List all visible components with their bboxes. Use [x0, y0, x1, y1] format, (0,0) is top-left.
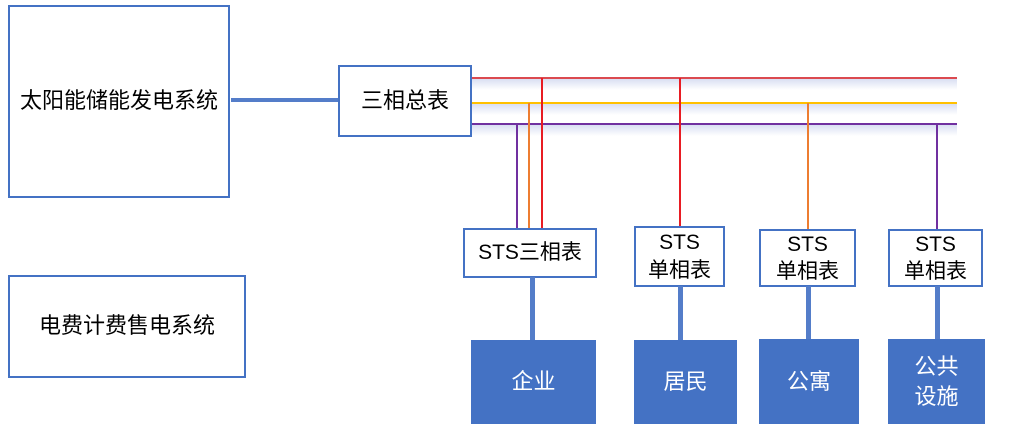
- connector-meter-to-public-facilities: [935, 286, 940, 339]
- connector-meter-to-apartment: [806, 286, 811, 339]
- load-label-public-facilities: 公共 设施: [914, 353, 959, 409]
- master-meter-box: 三相总表: [338, 65, 472, 137]
- bus-glow-red: [472, 79, 957, 90]
- sts-single-phase-meter-label-3: STS 单相表: [904, 232, 967, 283]
- tap-line-red-to-sts-three-phase: [541, 78, 543, 228]
- sts-single-phase-meter-box-2: STS 单相表: [759, 229, 856, 287]
- bus-glow-purple: [472, 125, 957, 136]
- tap-line-red-to-sts-single-phase-1: [679, 78, 681, 226]
- tap-line-orange-to-sts-single-phase-2: [807, 103, 809, 229]
- tap-line-purple-to-sts-three-phase: [516, 124, 518, 228]
- sts-single-phase-meter-box-3: STS 单相表: [888, 229, 983, 287]
- connector-meter-to-residents: [678, 286, 683, 340]
- billing-system-box: 电费计费售电系统: [8, 275, 246, 378]
- tap-line-orange-to-sts-three-phase: [528, 103, 530, 228]
- solar-storage-system-box: 太阳能储能发电系统: [8, 5, 230, 198]
- tap-line-purple-to-sts-single-phase-3: [936, 124, 938, 229]
- phase-bus-purple: [472, 123, 957, 125]
- phase-bus-yellow: [472, 102, 957, 104]
- load-box-enterprise: 企业: [471, 340, 596, 424]
- sts-three-phase-meter-label: STS三相表: [478, 241, 582, 265]
- load-label-apartment: 公寓: [786, 368, 831, 394]
- load-box-public-facilities: 公共 设施: [888, 339, 985, 424]
- sts-single-phase-meter-box-1: STS 单相表: [634, 226, 725, 287]
- load-label-enterprise: 企业: [511, 369, 556, 395]
- sts-single-phase-meter-label-1: STS 单相表: [648, 231, 711, 282]
- billing-system-label: 电费计费售电系统: [38, 313, 215, 339]
- sts-three-phase-meter-box: STS三相表: [463, 228, 597, 278]
- load-box-residents: 居民: [634, 340, 737, 424]
- master-meter-label: 三相总表: [360, 87, 449, 113]
- connector-solar-to-master-meter: [231, 98, 338, 102]
- bus-glow-yellow: [472, 104, 957, 115]
- sts-single-phase-meter-label-2: STS 单相表: [776, 232, 839, 283]
- solar-storage-system-label: 太阳能储能发电系统: [19, 88, 218, 114]
- phase-bus-red: [472, 77, 957, 79]
- load-label-residents: 居民: [663, 369, 708, 395]
- connector-meter-to-enterprise: [530, 277, 535, 340]
- load-box-apartment: 公寓: [759, 339, 859, 424]
